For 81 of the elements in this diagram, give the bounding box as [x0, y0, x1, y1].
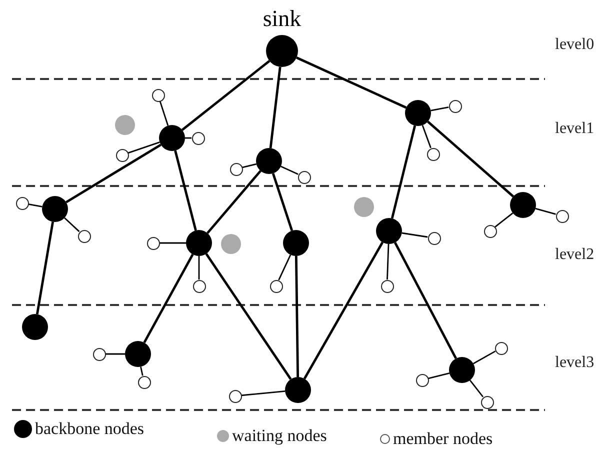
link-line [28, 203, 42, 208]
link-line [472, 350, 496, 364]
member-node [480, 396, 494, 408]
backbone-node [186, 230, 212, 256]
waiting-node [221, 234, 241, 254]
level-label: level0 [555, 36, 594, 54]
link-line [269, 66, 282, 148]
level-label: level3 [555, 354, 594, 372]
link-line [143, 254, 194, 344]
link-line [272, 172, 294, 232]
link-line [280, 166, 298, 175]
link-line [160, 242, 186, 244]
member-node [230, 162, 242, 176]
link-line [422, 124, 432, 148]
member-node [78, 230, 90, 242]
member-node [192, 132, 204, 144]
link-line [140, 366, 144, 376]
link-line [181, 60, 270, 131]
link-line [296, 56, 407, 109]
link-line [278, 254, 292, 280]
member-node [428, 232, 440, 244]
link-line [430, 106, 449, 112]
level-label: level2 [555, 246, 594, 264]
backbone-node [510, 192, 536, 218]
waiting-node [115, 115, 135, 135]
member-node [484, 224, 496, 238]
link-line [303, 242, 384, 380]
member-node [494, 342, 508, 354]
member-node [448, 100, 462, 112]
legend-label: backbone nodes [35, 419, 144, 439]
link-line [159, 100, 169, 126]
member-node [16, 196, 28, 210]
link-line [198, 256, 200, 280]
member-node [380, 280, 394, 292]
backbone-node [256, 148, 282, 174]
backbone-node [283, 230, 309, 256]
member-node [416, 374, 428, 386]
backbone-node [125, 341, 151, 367]
level-label: level1 [555, 120, 594, 138]
member-node [138, 376, 150, 388]
link-line [426, 120, 514, 198]
legend-label: member nodes [393, 429, 493, 449]
link-line [494, 212, 514, 228]
member-node [192, 280, 206, 292]
member-node [228, 390, 242, 402]
member-node [152, 88, 164, 102]
link-line [469, 380, 484, 398]
link-line [206, 170, 262, 234]
link-line [241, 390, 286, 396]
member-node [298, 170, 310, 184]
link-line [428, 372, 450, 380]
backbone-node [42, 196, 68, 222]
legend-label: waiting nodes [232, 426, 327, 446]
member-node [426, 148, 440, 160]
link-line [64, 217, 80, 232]
link-line [174, 150, 197, 231]
link-line [394, 242, 458, 360]
link-line [36, 222, 54, 314]
member-node [270, 280, 282, 292]
link-line [242, 163, 257, 168]
link-line [128, 142, 160, 154]
backbone-node [376, 218, 402, 244]
backbone-node [449, 357, 475, 383]
member-node [116, 148, 128, 162]
member-node [146, 236, 160, 250]
backbone-node [285, 377, 311, 403]
link-line [402, 232, 428, 238]
backbone-node [405, 100, 431, 126]
member-node [556, 210, 568, 222]
link-line [66, 144, 162, 204]
member-node [92, 348, 106, 360]
backbone-node [22, 314, 48, 340]
link-line [294, 256, 300, 378]
node-label: sink [262, 5, 302, 33]
link-line [535, 208, 556, 215]
backbone-node [159, 125, 185, 151]
link-line [106, 353, 125, 355]
link-line [390, 125, 416, 219]
link-line [386, 244, 390, 280]
waiting-node [354, 197, 374, 217]
link-line [205, 253, 292, 380]
